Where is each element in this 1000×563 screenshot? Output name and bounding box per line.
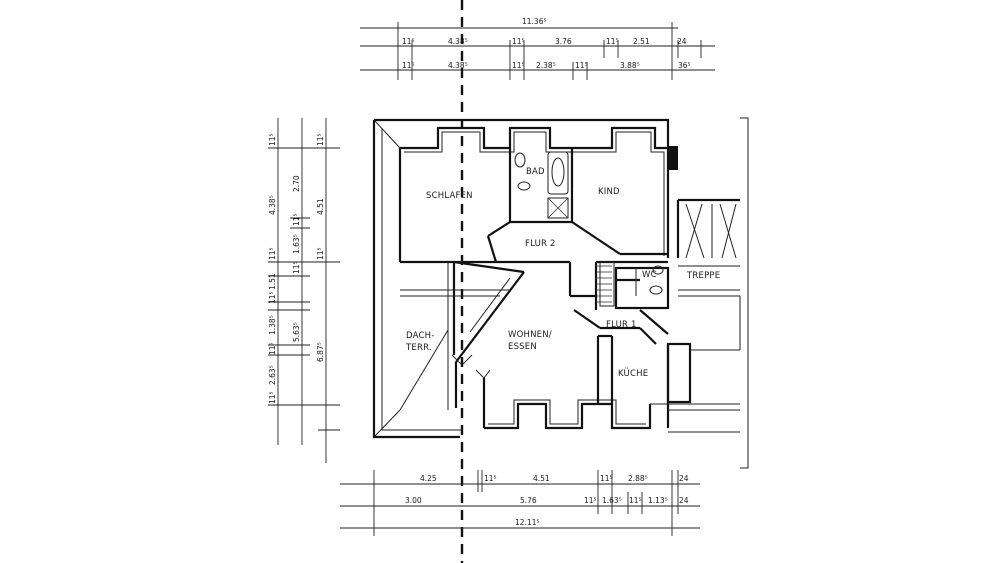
dim-left-c1: 11⁵	[268, 342, 277, 355]
room-label-dachterr: TERR.	[405, 343, 432, 353]
dim-left-c3: 11⁵	[316, 247, 325, 260]
room-label-bad: BAD	[526, 167, 545, 177]
room-labels: SCHLAFEN BAD KIND FLUR 2 WC TREPPE DACH-…	[405, 167, 720, 379]
room-label-flur1: FLUR 1	[606, 320, 637, 330]
room-label-wc: WC	[642, 270, 657, 280]
dim-left-c1: 1.51	[268, 273, 277, 290]
top-dimensions: 11.36⁵ 11⁵ 4.38⁵ 11⁵ 3.76 11⁵ 2.51 24 11…	[360, 17, 715, 80]
dim-top-r2: 36⁵	[678, 61, 691, 70]
dim-bottom-r2: 11⁵	[584, 496, 597, 505]
dim-left-c2: 2.70	[292, 175, 301, 192]
dim-bottom-r2: 11⁵	[629, 496, 642, 505]
dim-top-total: 11.36⁵	[522, 17, 546, 26]
dim-bottom-r1: 24	[679, 474, 689, 483]
dim-bottom-r1: 4.51	[533, 474, 550, 483]
dim-left-c2: 11⁵	[292, 213, 301, 226]
dim-top-r1: 24	[677, 37, 687, 46]
dim-left-c1: 4.38⁵	[268, 195, 277, 215]
dim-top-r1: 11⁵	[512, 37, 525, 46]
dim-left-c2: 5.63⁵	[292, 322, 301, 342]
dim-bottom-r2: 1.63⁵	[602, 496, 622, 505]
left-dimensions: 11⁵ 4.38⁵ 11⁵ 1.51 11⁵ 1.38⁵ 11⁵ 2.63⁵ 1…	[268, 118, 340, 463]
dim-bottom-r1: 4.25	[420, 474, 437, 483]
dim-bottom-total: 12.11⁵	[515, 518, 539, 527]
dim-bottom-r1: 11⁵	[600, 474, 613, 483]
dim-left-c1: 11⁵	[268, 133, 277, 146]
stair-steps	[596, 261, 615, 307]
room-label-kind: KIND	[598, 187, 620, 197]
dim-bottom-r1: 11⁵	[484, 474, 497, 483]
room-label-treppe: TREPPE	[686, 271, 720, 281]
dim-top-r2: 11⁵	[575, 61, 588, 70]
dim-left-c3: 4.51	[316, 198, 325, 215]
dim-left-c1: 11⁵	[268, 291, 277, 304]
dim-left-c1: 11⁵	[268, 391, 277, 404]
dim-top-r2: 11⁵	[402, 61, 415, 70]
room-label-schlafen: SCHLAFEN	[426, 191, 473, 201]
dim-top-r2: 2.38⁵	[536, 61, 556, 70]
dim-top-r2: 4.38⁵	[448, 61, 468, 70]
dim-bottom-r1: 2.88⁵	[628, 474, 648, 483]
dim-top-r2: 3.88⁵	[620, 61, 640, 70]
dim-left-c2: 11⁵	[292, 261, 301, 274]
dim-bottom-r2: 5.76	[520, 496, 537, 505]
dim-bottom-r2: 3.00	[405, 496, 422, 505]
dim-top-r1: 11⁵	[402, 37, 415, 46]
room-label-wohnen: WOHNEN/	[508, 330, 552, 340]
dim-left-c1: 2.63⁵	[268, 365, 277, 385]
dim-bottom-r2: 1.13⁵	[648, 496, 668, 505]
building-walls	[372, 117, 749, 469]
room-label-flur2: FLUR 2	[525, 239, 556, 249]
dim-bottom-r2: 24	[679, 496, 689, 505]
dim-top-r1: 3.76	[555, 37, 572, 46]
bottom-dimensions: 4.25 11⁵ 4.51 11⁵ 2.88⁵ 24 3.00 5.76 11⁵…	[340, 470, 700, 536]
dim-left-c1: 1.38⁵	[268, 315, 277, 335]
dim-left-c3: 11⁵	[316, 133, 325, 146]
dim-top-r1: 4.38⁵	[448, 37, 468, 46]
dim-top-r2: 11⁵	[512, 61, 525, 70]
dim-top-r1: 2.51	[633, 37, 650, 46]
room-label-wohnen: ESSEN	[508, 342, 537, 352]
room-label-dachterr: DACH-	[406, 331, 434, 341]
dim-left-c3: 6.87⁵	[316, 342, 325, 362]
dim-left-c2: 1.63⁵	[292, 234, 301, 254]
dim-top-r1: 11⁵	[606, 37, 619, 46]
dim-left-c1: 11⁵	[268, 247, 277, 260]
room-label-kueche: KÜCHE	[618, 368, 648, 379]
